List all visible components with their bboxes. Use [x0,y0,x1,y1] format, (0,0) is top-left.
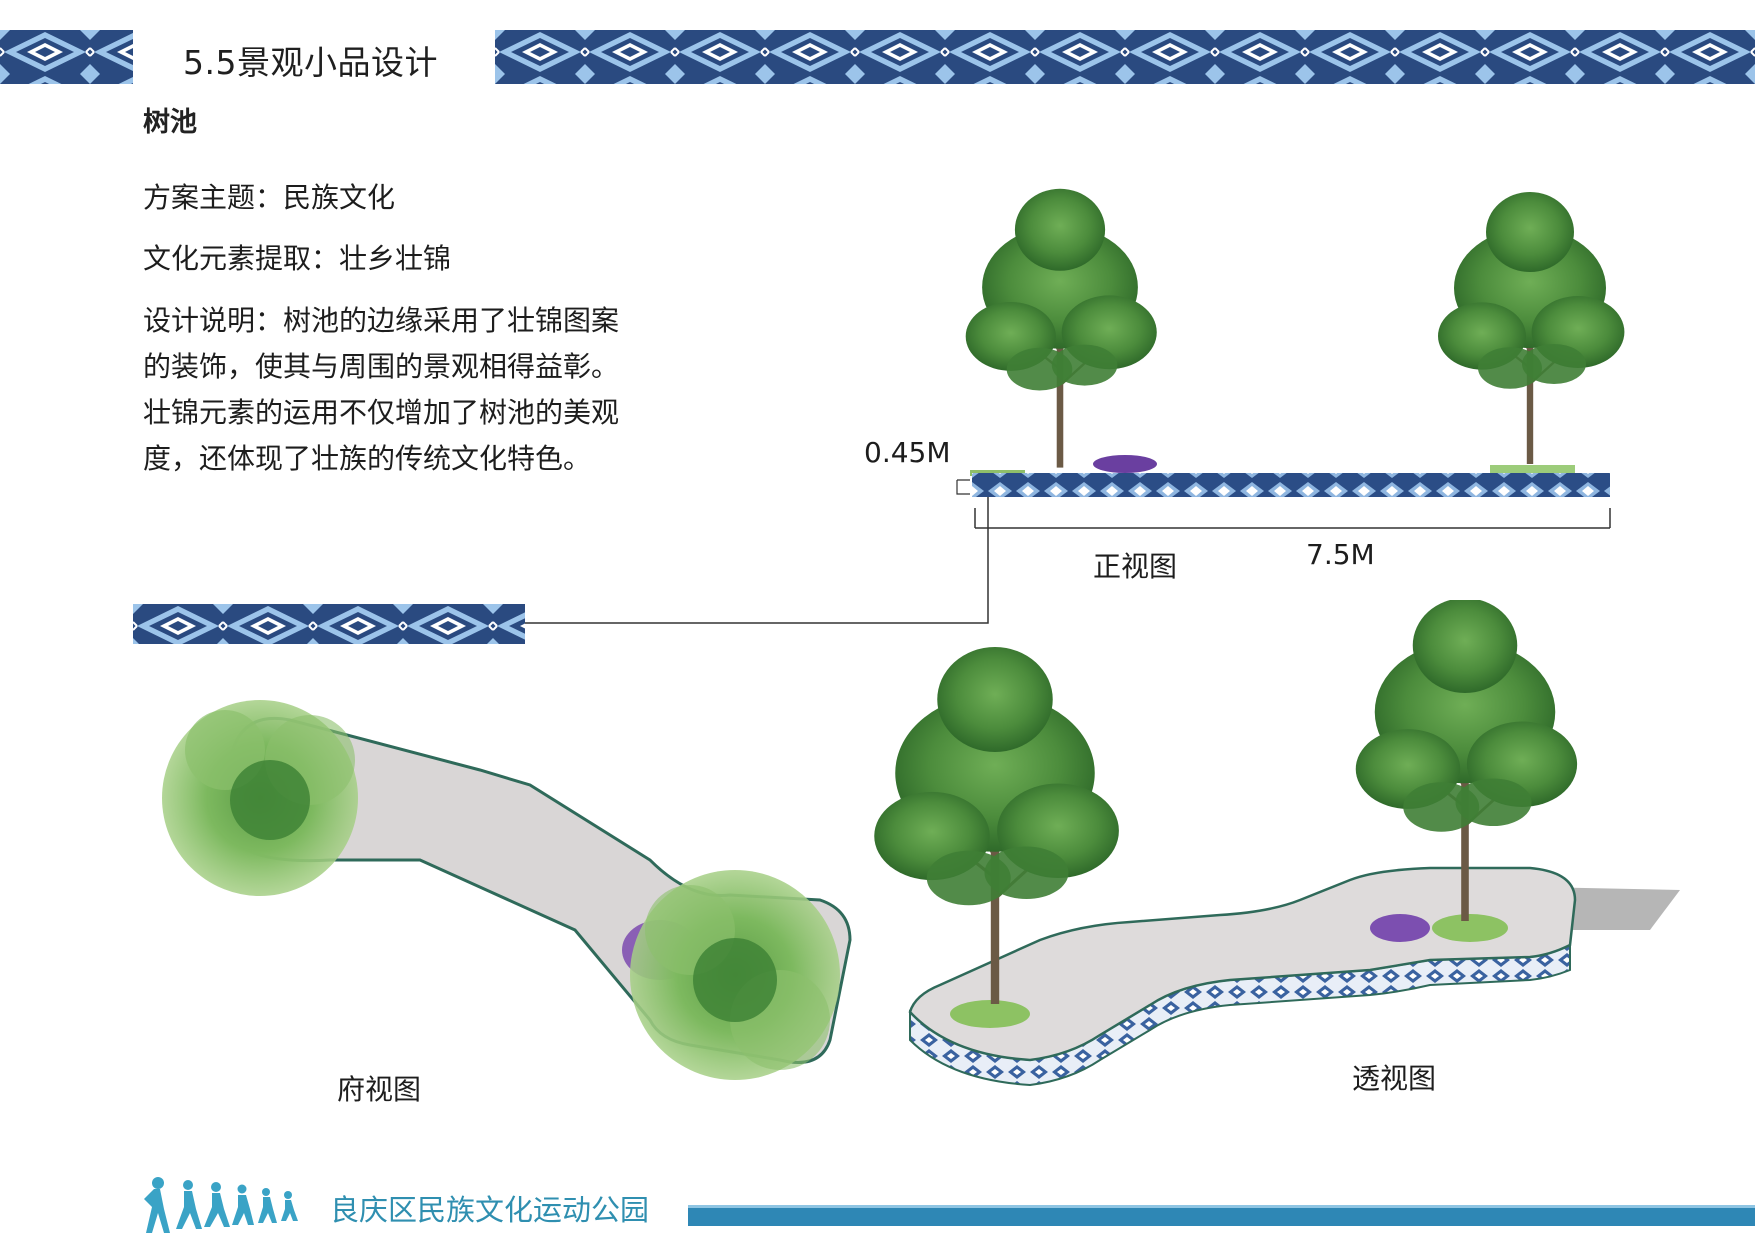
footer-rule [688,1205,1755,1226]
description-line: 设计说明：树池的边缘采用了壮锦图案 [143,304,620,337]
cultural-elements-line: 文化元素提取：壮乡壮锦 [143,242,452,275]
description-line: 的装饰，使其与周围的景观相得益彰。 [143,350,620,383]
design-description: 设计说明：树池的边缘采用了壮锦图案 的装饰，使其与周围的景观相得益彰。 壮锦元素… [143,298,703,482]
description-line: 度，还体现了壮族的传统文化特色。 [143,442,592,475]
subtitle: 树池 [143,107,197,138]
perspective-view-caption: 透视图 [1352,1062,1437,1095]
length-dimension-label: 7.5M [1306,538,1375,571]
brocade-planter-edge [972,473,1610,497]
height-dimension-label: 0.45M [864,436,951,469]
header-brocade-right [495,30,1755,84]
description-line: 壮锦元素的运用不仅增加了树池的美观 [143,396,620,429]
perspective-view-drawing [872,600,1680,1087]
pattern-sample-strip [133,604,525,644]
tree-icon [1436,190,1626,466]
section-title: 5.5景观小品设计 [183,43,438,82]
flower-bed-icon [1370,914,1430,942]
runners-logo-icon [144,1177,298,1233]
theme-line: 方案主题：民族文化 [143,181,396,214]
front-view-drawing [956,187,1626,529]
plan-view-caption: 府视图 [337,1073,422,1106]
plan-view-drawing [162,700,852,1080]
tree-icon [964,187,1158,469]
front-view-caption: 正视图 [1093,550,1178,583]
header-brocade-left [0,30,133,84]
park-name: 良庆区民族文化运动公园 [330,1193,650,1227]
plan-tree-canopy [630,870,840,1080]
plan-tree-canopy [162,700,358,896]
flower-bed-icon [1093,455,1157,473]
